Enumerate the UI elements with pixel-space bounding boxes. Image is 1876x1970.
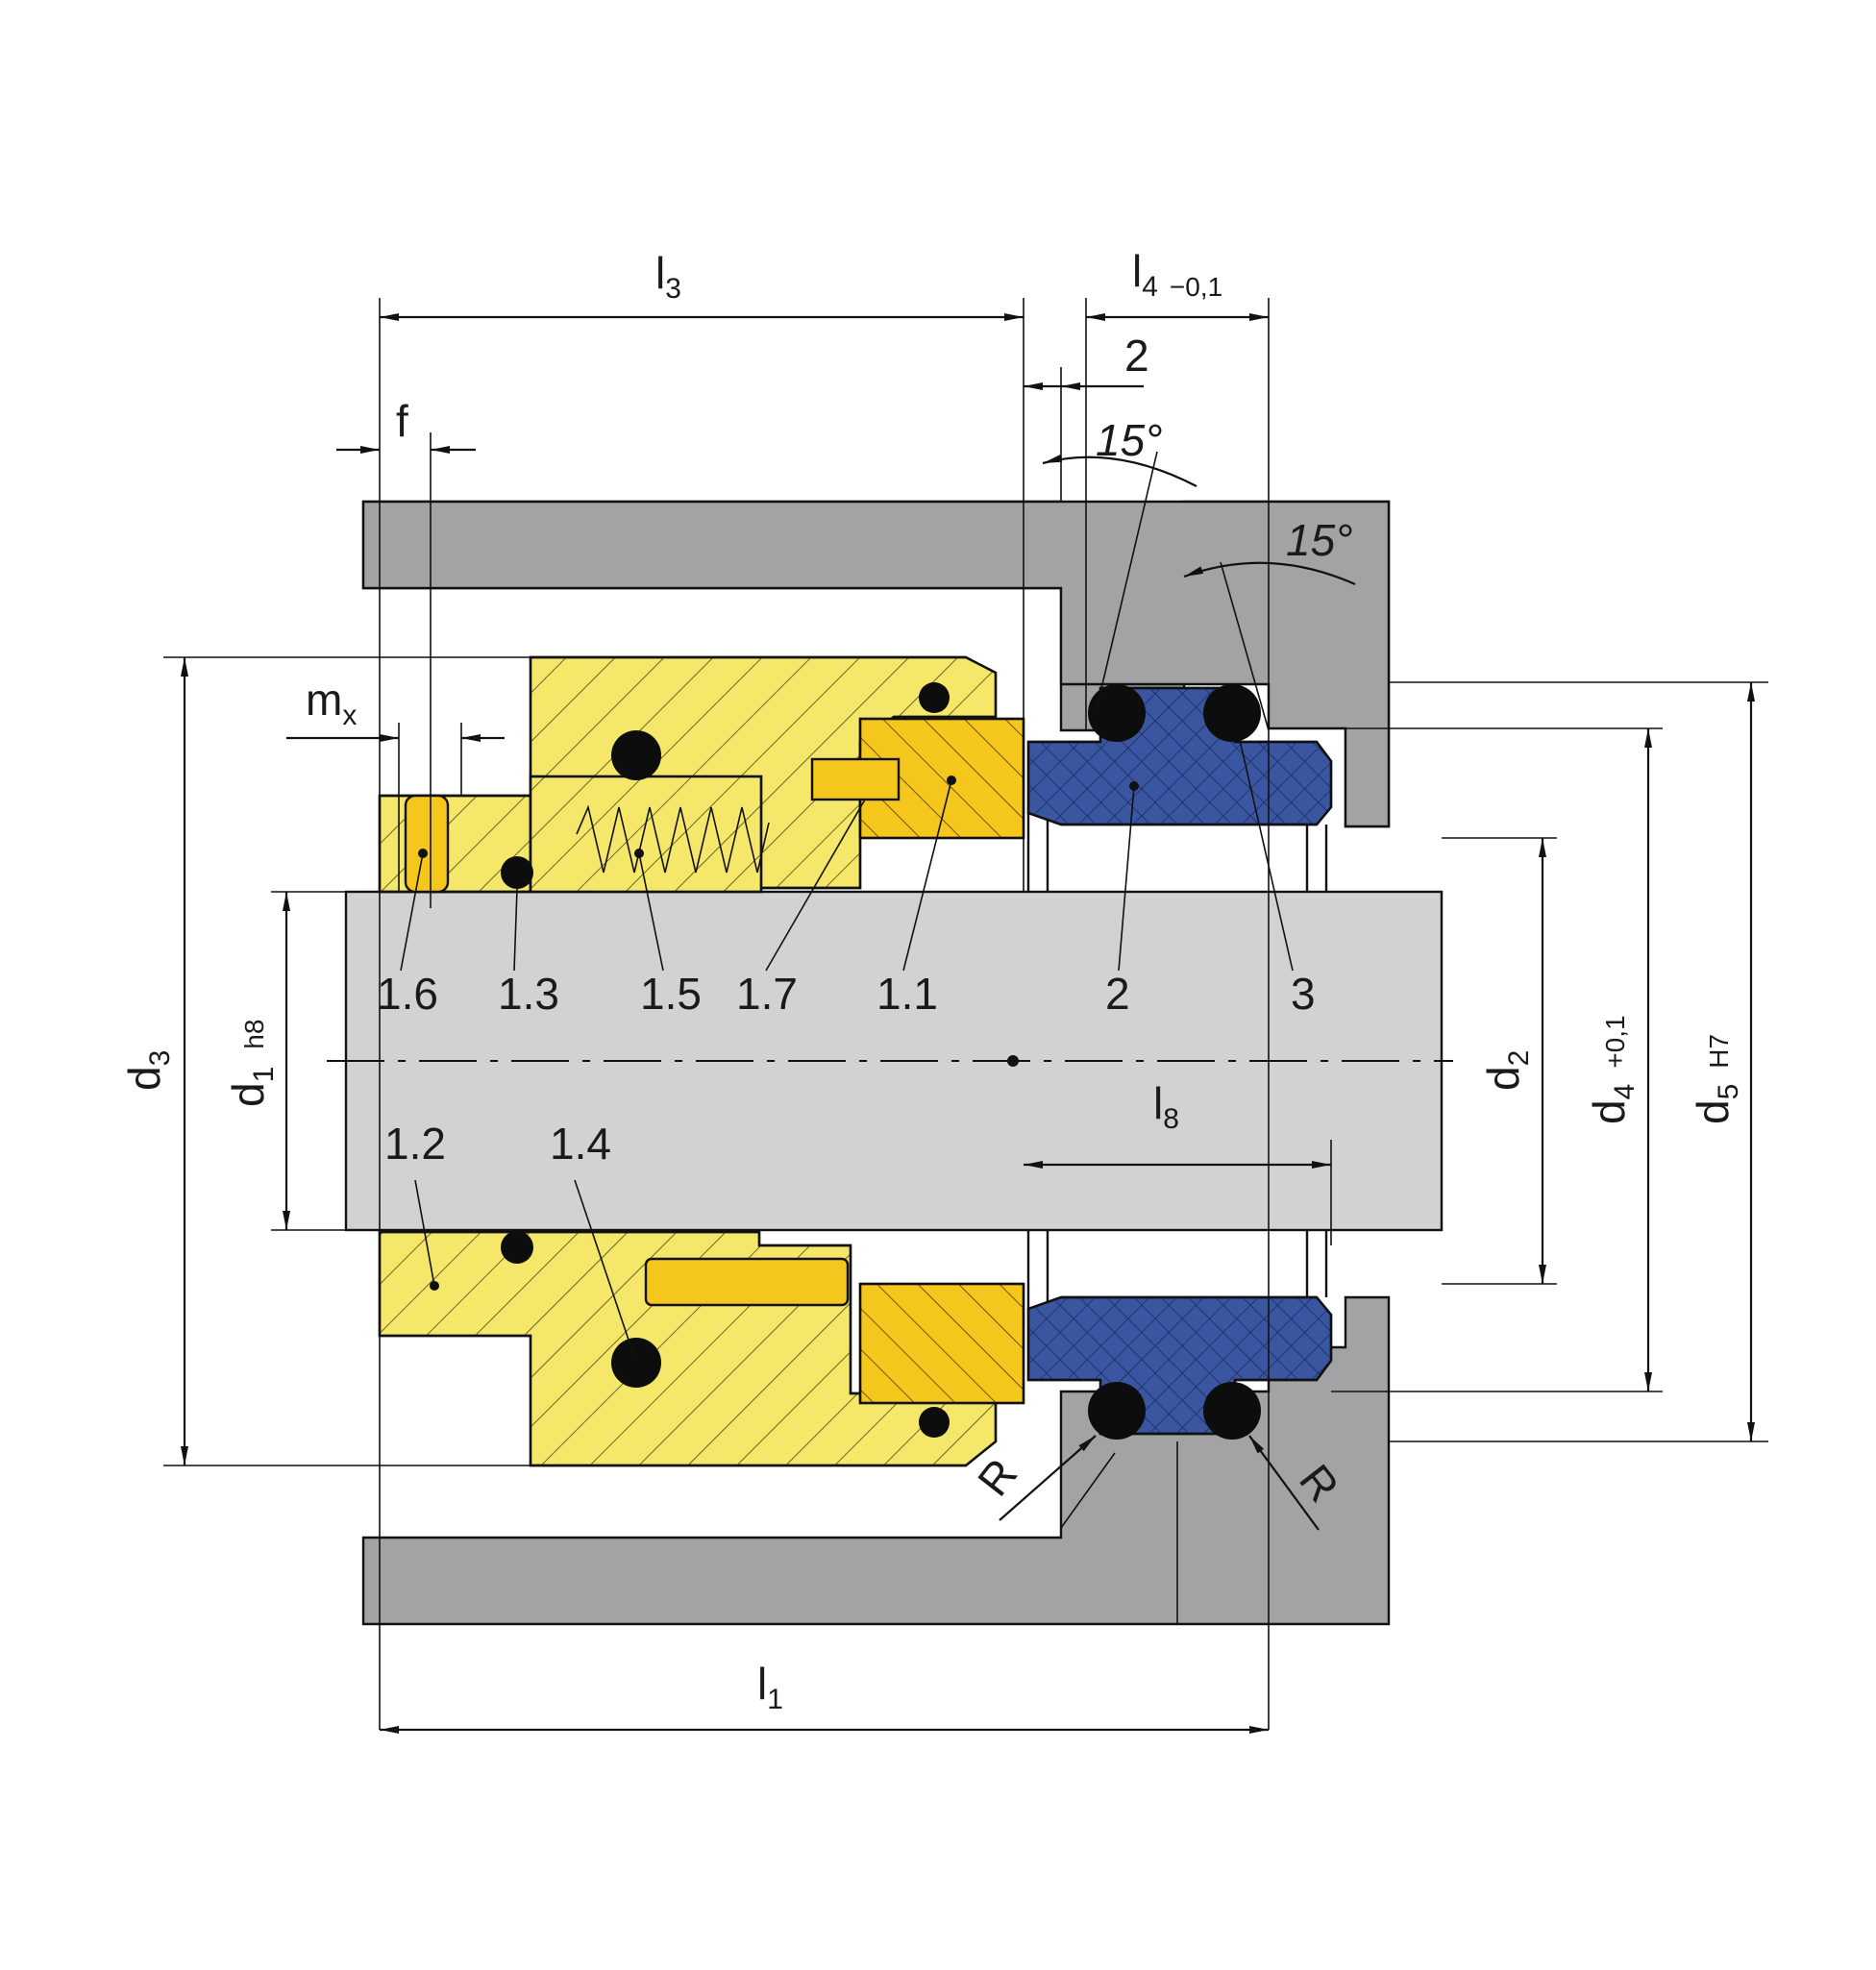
oring-upper-a (1088, 684, 1146, 742)
center-point (1007, 1055, 1019, 1067)
oring-lower-b (1203, 1382, 1261, 1440)
oring-upper-b (1203, 684, 1261, 742)
spring-housing-upper-hatch (529, 775, 763, 894)
leader-r-right (1248, 1435, 1320, 1531)
label-l1: l1 (757, 1659, 783, 1715)
label-f: f (396, 396, 408, 446)
housing-lower (361, 1295, 1391, 1626)
oring-small-lower-a (501, 1231, 533, 1264)
spring-1-5 (576, 804, 770, 874)
dimension-lines (181, 313, 1755, 1734)
label-l8: l8 (1153, 1078, 1179, 1135)
label-angle-right: 15° (1286, 515, 1353, 565)
label-angle-top: 15° (1096, 415, 1163, 465)
part-labels: 1.6 1.3 1.5 1.7 1.1 2 3 1.2 1.4 (377, 969, 1316, 1169)
extension-lines (163, 298, 1768, 1730)
oring-collar-upper (611, 730, 661, 780)
label-d3: d3 (119, 1050, 176, 1091)
set-screw-1-6 (404, 794, 450, 894)
label-part-1-3: 1.3 (498, 969, 559, 1019)
label-part-3: 3 (1291, 969, 1316, 1019)
oring-small-lower-b (919, 1407, 950, 1438)
pin-1-7-upper (810, 757, 901, 801)
label-part-1-6: 1.6 (377, 969, 438, 1019)
leader-angle-right (1220, 561, 1270, 731)
label-d5: d5H7 (1688, 1034, 1744, 1124)
label-gap: 2 (1124, 331, 1149, 381)
part-dots (418, 776, 1139, 1291)
label-l3: l3 (655, 248, 681, 305)
label-l4: l4−0,1 (1132, 246, 1222, 303)
oring-1-3 (501, 856, 533, 889)
leader-angle-top (1095, 451, 1158, 714)
label-part-1-1: 1.1 (876, 969, 938, 1019)
lower-seal-half (378, 1230, 1333, 1467)
dim-angle-top (1042, 454, 1197, 487)
housing (361, 500, 1391, 1626)
dim-angle-right (1183, 561, 1356, 586)
pin-lower (644, 1257, 850, 1307)
label-part-1-4: 1.4 (550, 1119, 611, 1169)
label-part-2: 2 (1105, 969, 1130, 1019)
label-part-1-7: 1.7 (736, 969, 798, 1019)
oring-lower-a (1088, 1382, 1146, 1440)
leader-r-left (999, 1435, 1097, 1521)
dimension-labels: l3 l4−0,1 2 f 15° 15° mx d3 d1h8 d2 d4+0… (119, 246, 1744, 1715)
part-leaders (400, 739, 1294, 1358)
label-d4: d4+0,1 (1584, 1015, 1641, 1124)
label-mx: mx (306, 675, 357, 731)
oring-small-upper (919, 682, 950, 713)
oring-1-4 (611, 1338, 661, 1388)
upper-seal-half (378, 655, 1333, 894)
label-part-1-5: 1.5 (640, 969, 702, 1019)
label-d2: d2 (1478, 1050, 1535, 1091)
label-part-1-2: 1.2 (384, 1119, 446, 1169)
seat-ring-lower-hatch (858, 1282, 1025, 1405)
label-d1: d1h8 (223, 1020, 280, 1107)
